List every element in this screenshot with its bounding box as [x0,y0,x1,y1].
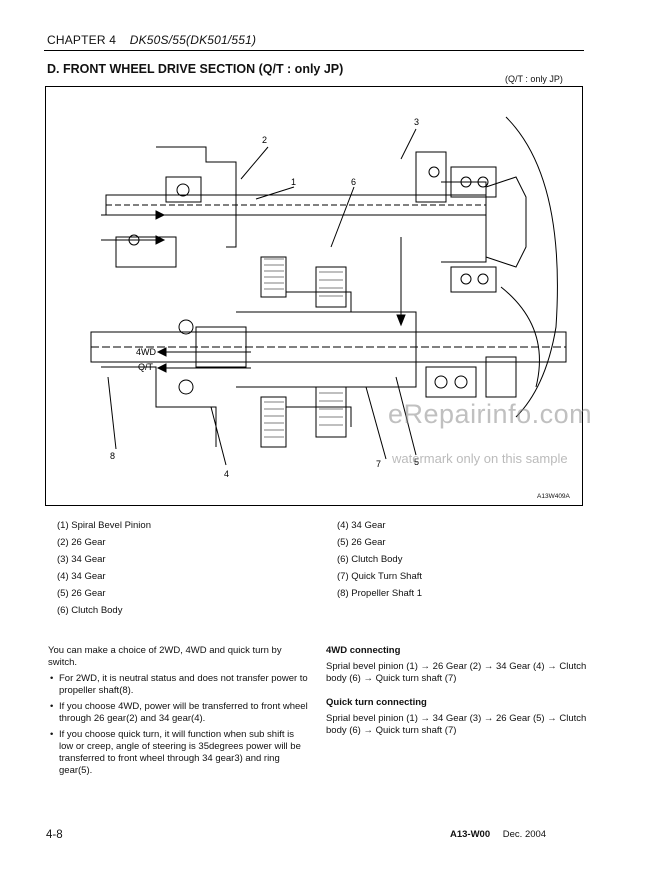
mode-4wd-label: 4WD [136,347,157,357]
mode-bullet-list: For 2WD, it is neutral status and does n… [48,673,310,777]
bullet-quick-turn: If you choose quick turn, it will functi… [48,729,310,777]
body-right-column: 4WD connecting Sprial bevel pinion (1) →… [326,645,588,749]
chapter-header: CHAPTER 4 DK50S/55(DK501/551) [47,33,256,47]
header-rule [44,50,584,51]
callout-2: 2 [262,135,267,145]
legend-left: (1) Spiral Bevel Pinion (2) 26 Gear (3) … [57,517,151,619]
chapter-label: CHAPTER 4 [47,33,117,47]
page-number: 4-8 [46,829,63,841]
document-code: A13-W00 [450,829,491,840]
legend-item: (5) 26 Gear [337,537,386,548]
quick-turn-text: Sprial bevel pinion (1) → 34 Gear (3) → … [326,713,587,736]
legend-item: (4) 34 Gear [57,571,106,582]
connect-4wd-title: 4WD connecting [326,645,401,656]
legend-item: (5) 26 Gear [57,588,106,599]
callout-4: 4 [224,469,229,479]
footer-info: A13-W00 Dec. 2004 [450,829,546,840]
mode-qt-label: Q/T [138,362,154,372]
legend-right: (4) 34 Gear (5) 26 Gear (6) Clutch Body … [337,517,422,602]
callout-3: 3 [414,117,419,127]
quick-turn-title: Quick turn connecting [326,697,427,708]
watermark-note: watermark only on this sample [392,451,568,466]
callout-6-top: 6 [351,177,356,187]
legend-item: (8) Propeller Shaft 1 [337,588,423,599]
watermark-site: eRepairinfo.com [388,399,593,429]
legend-item: (4) 34 Gear [337,520,386,531]
legend-item: (7) Quick Turn Shaft [337,571,423,582]
legend-item: (3) 34 Gear [57,554,106,565]
document-date: Dec. 2004 [502,829,547,840]
connect-4wd-text: Sprial bevel pinion (1) → 26 Gear (2) → … [326,661,587,684]
legend-item: (6) Clutch Body [57,605,123,616]
callout-5: 5 [414,457,419,467]
legend-item: (1) Spiral Bevel Pinion [57,520,151,531]
model-label: DK50S/55(DK501/551) [129,33,257,47]
callout-1: 1 [291,177,296,187]
qt-note: (Q/T : only JP) [505,74,563,84]
drive-section-drawing: 2 1 3 6 4 8 7 5 4WD Q/T [90,116,567,479]
legend-item: (2) 26 Gear [57,537,106,548]
figure-code: A13W409A [537,493,570,500]
intro-paragraph: You can make a choice of 2WD, 4WD and qu… [48,645,282,668]
callout-8: 8 [110,451,115,461]
callout-7: 7 [376,459,381,469]
section-title: D. FRONT WHEEL DRIVE SECTION (Q/T : only… [47,62,344,76]
bullet-4wd: If you choose 4WD, power will be transfe… [48,701,310,725]
legend-item: (6) Clutch Body [337,554,403,565]
body-left-column: You can make a choice of 2WD, 4WD and qu… [48,645,310,781]
cross-section-figure: 2 1 3 6 4 8 7 5 4WD Q/T [45,86,583,506]
bullet-2wd: For 2WD, it is neutral status and does n… [48,673,310,697]
